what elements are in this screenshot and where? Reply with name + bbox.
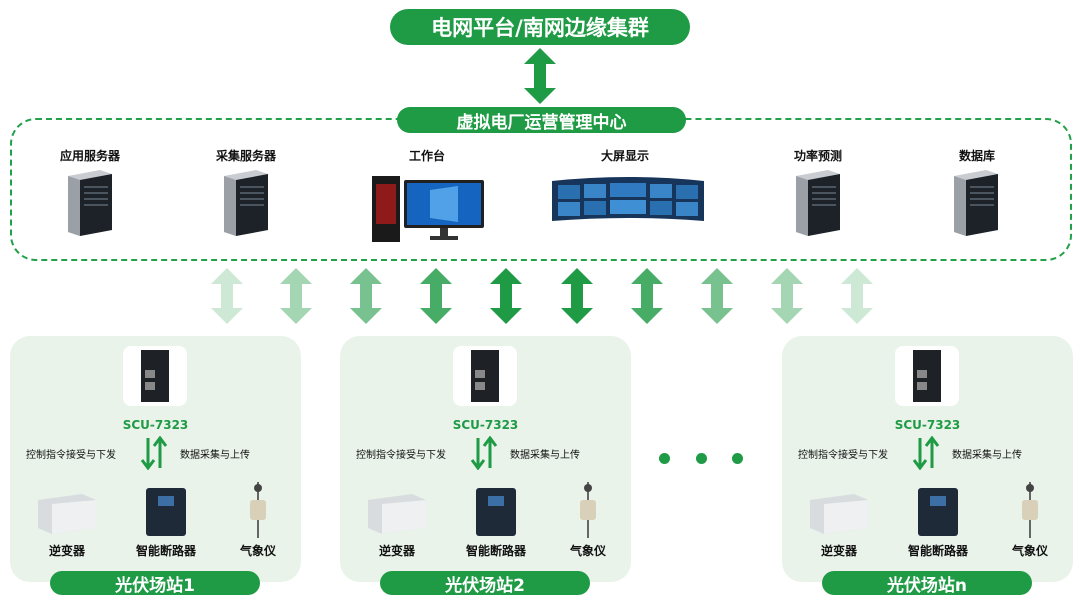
station-panel-1: SCU-7323 控制指令接受与下发 数据采集与上传 逆变器 智能断路器 气象仪 xyxy=(10,336,301,582)
double-arrow-icon xyxy=(420,268,452,324)
double-arrow-icon xyxy=(561,268,593,324)
ellipsis-dot xyxy=(659,453,670,464)
double-arrow-icon xyxy=(524,48,556,104)
station-name-1: 光伏场站1 xyxy=(50,571,260,596)
command-down-label: 控制指令接受与下发 xyxy=(798,450,888,461)
double-arrow-icon xyxy=(211,268,243,324)
server-tower-icon xyxy=(68,170,112,236)
gateway-device-icon xyxy=(453,346,517,406)
video-wall-icon xyxy=(552,177,704,221)
double-arrow-icon xyxy=(841,268,873,324)
device-label-database: 数据库 xyxy=(958,149,995,163)
inverter-icon xyxy=(810,494,868,534)
device-label-collect-server: 采集服务器 xyxy=(215,149,276,163)
breaker-label: 智能断路器 xyxy=(465,544,526,558)
circuit-breaker-icon xyxy=(918,488,958,536)
weather-station-icon xyxy=(250,482,266,538)
data-up-label: 数据采集与上传 xyxy=(180,450,250,461)
inverter-label: 逆变器 xyxy=(48,544,85,558)
device-label-video-wall: 大屏显示 xyxy=(600,149,649,163)
weather-station-icon xyxy=(1022,482,1038,538)
double-arrow-icon xyxy=(490,268,522,324)
command-down-label: 控制指令接受与下发 xyxy=(26,450,116,461)
double-arrow-icon xyxy=(631,268,663,324)
station-name-2: 光伏场站2 xyxy=(380,571,590,596)
inverter-label: 逆变器 xyxy=(378,544,415,558)
up-down-arrows-icon xyxy=(470,436,498,470)
grid-platform-title: 电网平台/南网边缘集群 xyxy=(390,9,690,45)
weather-label: 气象仪 xyxy=(239,544,276,558)
management-center-title: 虚拟电厂运营管理中心 xyxy=(397,107,686,133)
weather-label: 气象仪 xyxy=(569,544,606,558)
breaker-label: 智能断路器 xyxy=(907,544,968,558)
double-arrow-icon xyxy=(701,268,733,324)
station-panel-n: SCU-7323 控制指令接受与下发 数据采集与上传 逆变器 智能断路器 气象仪 xyxy=(782,336,1073,582)
server-tower-icon xyxy=(954,170,998,236)
device-label-workstation: 工作台 xyxy=(408,149,445,163)
gateway-model-label: SCU-7323 xyxy=(122,418,189,432)
weather-label: 气象仪 xyxy=(1011,544,1048,558)
up-down-arrows-icon xyxy=(140,436,168,470)
double-arrow-icon xyxy=(350,268,382,324)
device-label-power-forecast: 功率预测 xyxy=(793,149,842,163)
circuit-breaker-icon xyxy=(476,488,516,536)
data-up-label: 数据采集与上传 xyxy=(510,450,580,461)
management-center-frame xyxy=(10,118,1072,261)
inverter-label: 逆变器 xyxy=(820,544,857,558)
device-label-app-server: 应用服务器 xyxy=(59,149,120,163)
command-down-label: 控制指令接受与下发 xyxy=(356,450,446,461)
inverter-icon xyxy=(368,494,426,534)
station-name-n: 光伏场站n xyxy=(822,571,1032,596)
weather-station-icon xyxy=(580,482,596,538)
ellipsis-dot xyxy=(732,453,743,464)
gateway-device-icon xyxy=(895,346,959,406)
circuit-breaker-icon xyxy=(146,488,186,536)
data-up-label: 数据采集与上传 xyxy=(952,450,1022,461)
ellipsis-dot xyxy=(696,453,707,464)
up-down-arrows-icon xyxy=(912,436,940,470)
gateway-device-icon xyxy=(123,346,187,406)
inverter-icon xyxy=(38,494,96,534)
double-arrow-icon xyxy=(771,268,803,324)
breaker-label: 智能断路器 xyxy=(135,544,196,558)
station-panel-2: SCU-7323 控制指令接受与下发 数据采集与上传 逆变器 智能断路器 气象仪 xyxy=(340,336,631,582)
server-tower-icon xyxy=(224,170,268,236)
workstation-icon xyxy=(372,176,484,242)
server-tower-icon xyxy=(796,170,840,236)
gateway-model-label: SCU-7323 xyxy=(894,418,961,432)
gateway-model-label: SCU-7323 xyxy=(452,418,519,432)
double-arrow-icon xyxy=(280,268,312,324)
